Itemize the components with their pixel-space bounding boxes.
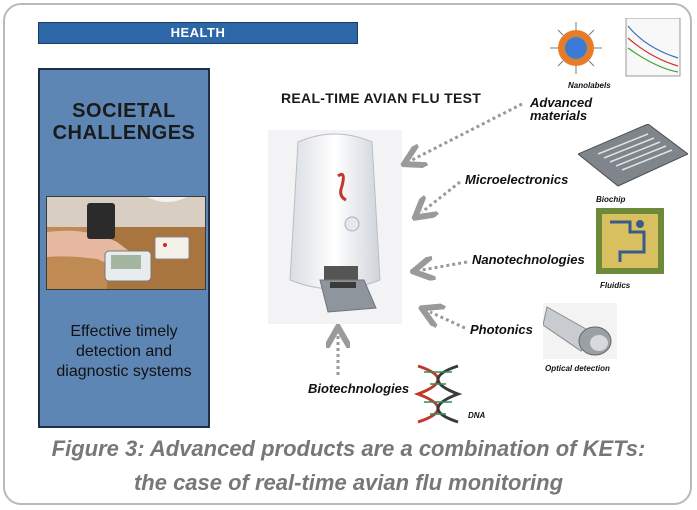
avian-flu-test-device [268,130,402,324]
advanced-materials-label: Advanced materials [530,96,592,122]
optical-detection-image [543,303,617,359]
nanolabels-image [550,18,681,77]
health-banner: HEALTH [38,22,358,44]
title-line-2: CHALLENGES [52,122,196,144]
main-title: REAL-TIME AVIAN FLU TEST [281,90,482,106]
fluidics-image [596,208,664,274]
arrow-photonics [430,312,466,330]
biotechnologies-label: Biotechnologies [308,381,410,396]
biochip-image [578,124,688,187]
microelectronics-label: Microelectronics [465,172,569,187]
description-line-2: detection and [75,343,173,360]
optical-detection-label: Optical detection [545,364,610,373]
arrow-advanced-materials [412,102,523,160]
arrow-microelectronics [422,180,461,212]
fluidics-label: Fluidics [600,281,631,290]
title-line-1: SOCIETAL [72,100,176,122]
nanotechnologies-label: Nanotechnologies [472,252,585,267]
societal-challenges-title: SOCIETAL CHALLENGES [40,100,208,144]
dna-label: DNA [468,411,486,420]
dna-image [413,364,463,424]
blood-pressure-photo [46,196,206,290]
panel-description: Effective timely detection and diagnosti… [40,322,208,382]
biochip-label: Biochip [596,195,626,204]
caption-line-1: Figure 3: Advanced products are a combin… [51,436,646,461]
arrow-nanotechnologies [422,262,468,270]
description-line-3: diagnostic systems [56,363,192,380]
photonics-label: Photonics [470,322,533,337]
advanced-materials-line-1: Advanced [530,95,593,110]
advanced-materials-line-2: materials [530,108,588,123]
societal-challenges-panel: SOCIETAL CHALLENGES Effective timely det… [38,68,210,428]
caption-line-2: the case of real-time avian flu monitori… [133,470,564,495]
description-line-1: Effective timely [70,323,178,340]
nanolabels-label: Nanolabels [568,81,611,90]
